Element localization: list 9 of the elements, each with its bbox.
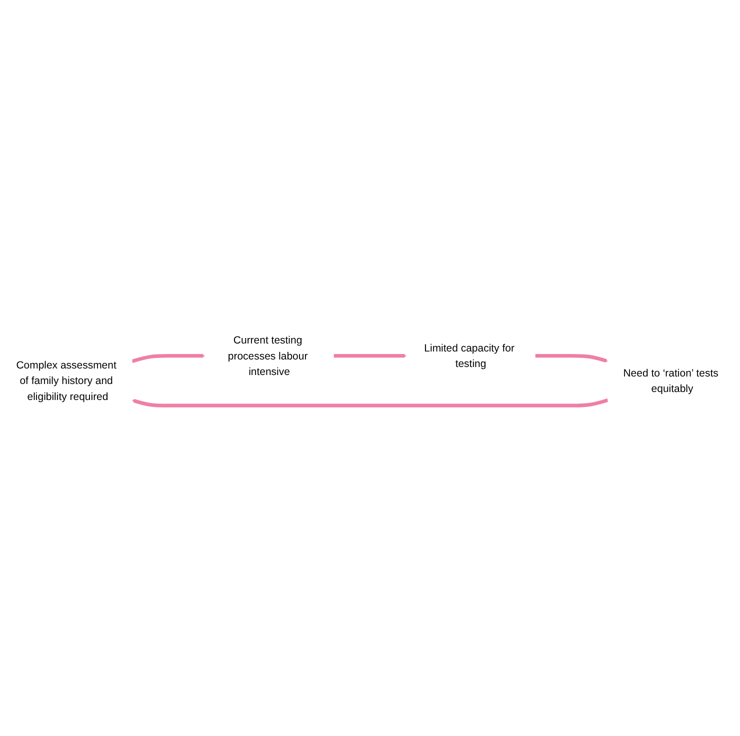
node-text: Complex assessment of family history and eligibility required <box>16 358 116 402</box>
arrow <box>132 354 205 363</box>
node-text: Current testing processes labour intensive <box>228 334 308 378</box>
node-text: Need to ‘ration’ tests equitably <box>623 366 718 394</box>
arrow <box>334 354 406 358</box>
node-text: Limited capacity for testing <box>424 341 514 370</box>
arrow <box>132 398 608 408</box>
arrow <box>535 354 608 362</box>
cycle-diagram: Complex assessment of family history and eligibility required Current testing processes labour intensive Limited capacity for testing Need to ‘ration’ tests equitably <box>0 322 740 414</box>
